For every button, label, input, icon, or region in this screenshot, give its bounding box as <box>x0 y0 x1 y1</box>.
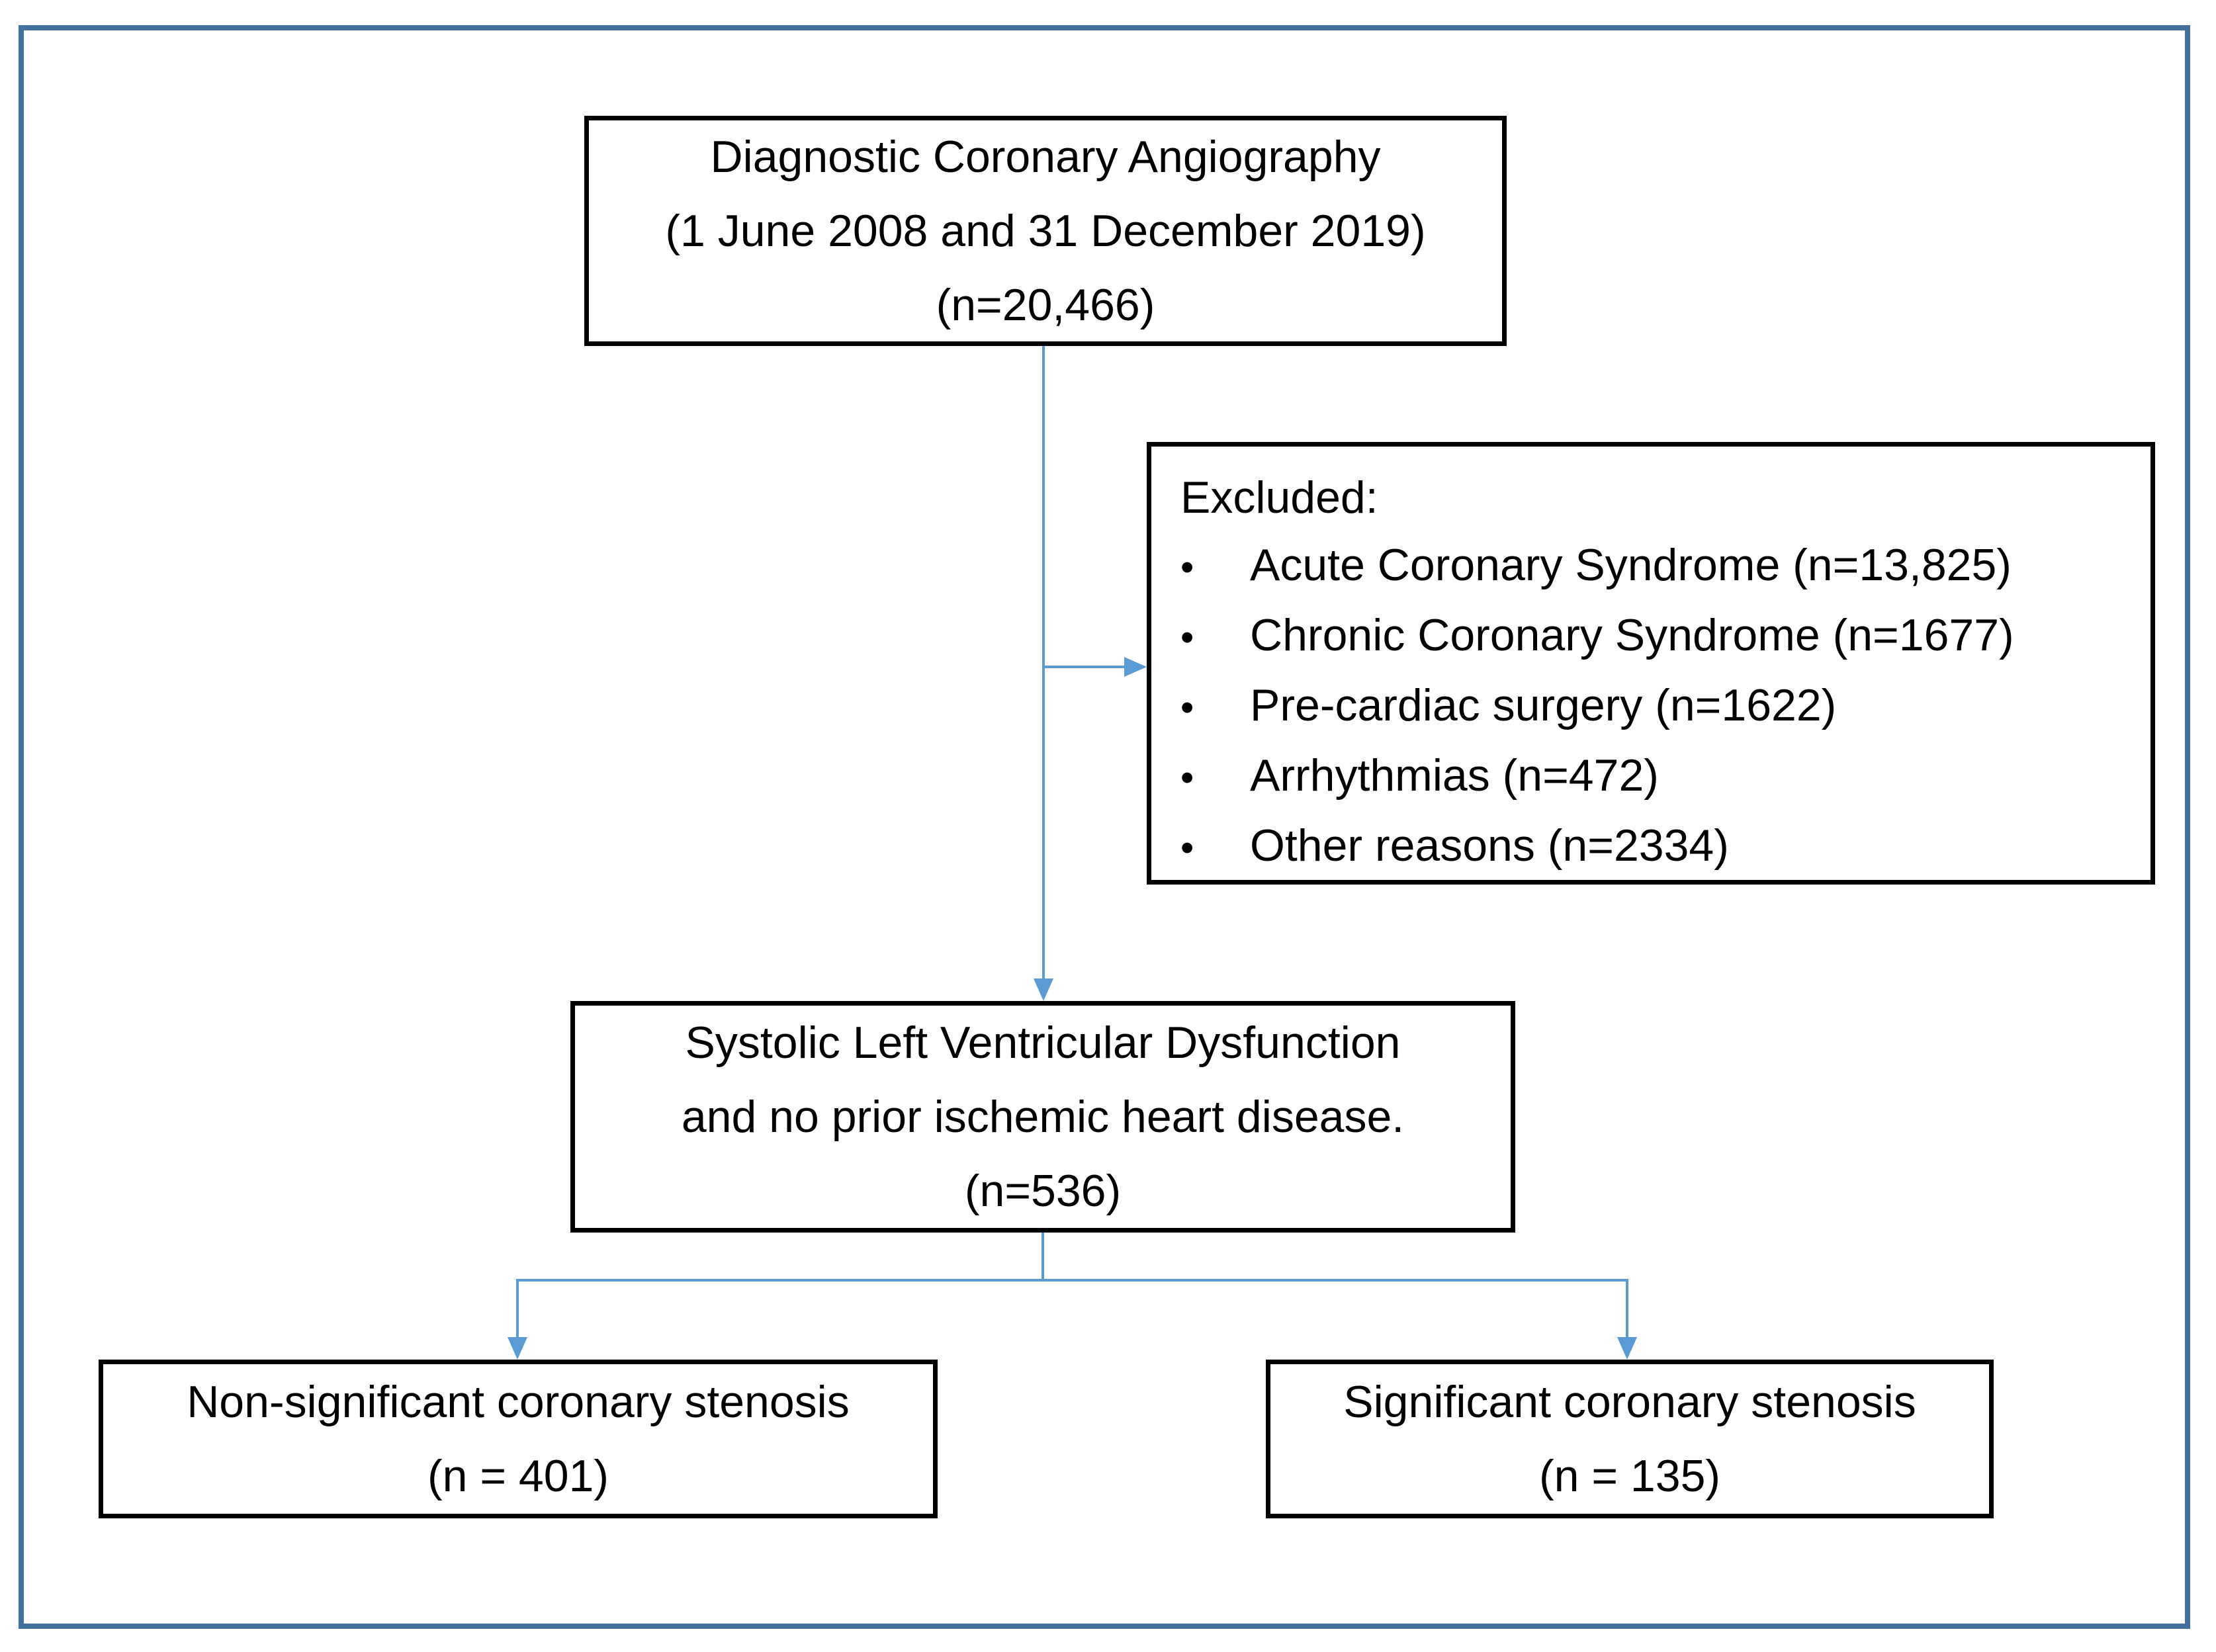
connector-top-to-middle <box>1042 346 1045 980</box>
connector-branch-to-excluded <box>1042 666 1127 668</box>
box-text-line: (n=536) <box>964 1166 1122 1216</box>
excluded-item-text: Chronic Coronary Syndrome (n=1677) <box>1250 610 2014 660</box>
excluded-item-text: Pre-cardiac surgery (n=1622) <box>1250 680 1837 730</box>
box-text-line: Systolic Left Ventricular Dysfunction <box>685 1018 1401 1068</box>
bullet-icon: • <box>1180 756 1194 799</box>
arrowhead-down-icon <box>508 1337 527 1360</box>
box-text-line: and no prior ischemic heart disease. <box>681 1092 1405 1142</box>
excluded-item-text: Acute Coronary Syndrome (n=13,825) <box>1250 540 2012 590</box>
bullet-icon: • <box>1180 616 1194 659</box>
bullet-icon: • <box>1180 686 1194 729</box>
box-non-significant-stenosis: Non-significant coronary stenosis (n = 4… <box>99 1360 938 1518</box>
excluded-title: Excluded: <box>1180 472 1378 523</box>
connector-drop-right <box>1626 1279 1628 1337</box>
excluded-item: • Other reasons (n=2334) <box>1180 812 2137 882</box>
connector-split-bar <box>516 1279 1628 1282</box>
bullet-icon: • <box>1180 826 1194 869</box>
excluded-item: • Pre-cardiac surgery (n=1622) <box>1180 672 2137 742</box>
excluded-item-text: Other reasons (n=2334) <box>1250 820 1729 871</box>
outer-border-frame <box>19 25 2190 1629</box>
box-systolic-lv-dysfunction: Systolic Left Ventricular Dysfunction an… <box>570 1001 1515 1233</box>
bullet-icon: • <box>1180 546 1194 589</box>
connector-drop-left <box>516 1279 519 1337</box>
box-text-line: (n=20,466) <box>936 280 1155 330</box>
box-text-line: (1 June 2008 and 31 December 2019) <box>665 206 1426 256</box>
excluded-item-text: Arrhythmias (n=472) <box>1250 750 1659 801</box>
box-text-line: Non-significant coronary stenosis <box>187 1377 850 1427</box>
box-excluded: Excluded: • Acute Coronary Syndrome (n=1… <box>1147 442 2155 885</box>
box-text-line: (n = 401) <box>427 1451 609 1501</box>
arrowhead-down-icon <box>1034 978 1053 1001</box>
box-significant-stenosis: Significant coronary stenosis (n = 135) <box>1266 1360 1994 1518</box>
excluded-item: • Acute Coronary Syndrome (n=13,825) <box>1180 531 2137 601</box>
arrowhead-right-icon <box>1124 657 1147 677</box>
excluded-item: • Arrhythmias (n=472) <box>1180 742 2137 812</box>
excluded-item: • Chronic Coronary Syndrome (n=1677) <box>1180 601 2137 672</box>
arrowhead-down-icon <box>1617 1337 1637 1360</box>
box-text-line: Significant coronary stenosis <box>1343 1377 1916 1427</box>
connector-middle-to-split <box>1042 1233 1044 1282</box>
box-text-line: (n = 135) <box>1538 1451 1721 1501</box>
box-diagnostic-angiography: Diagnostic Coronary Angiography (1 June … <box>584 116 1507 346</box>
box-text-line: Diagnostic Coronary Angiography <box>710 132 1381 182</box>
